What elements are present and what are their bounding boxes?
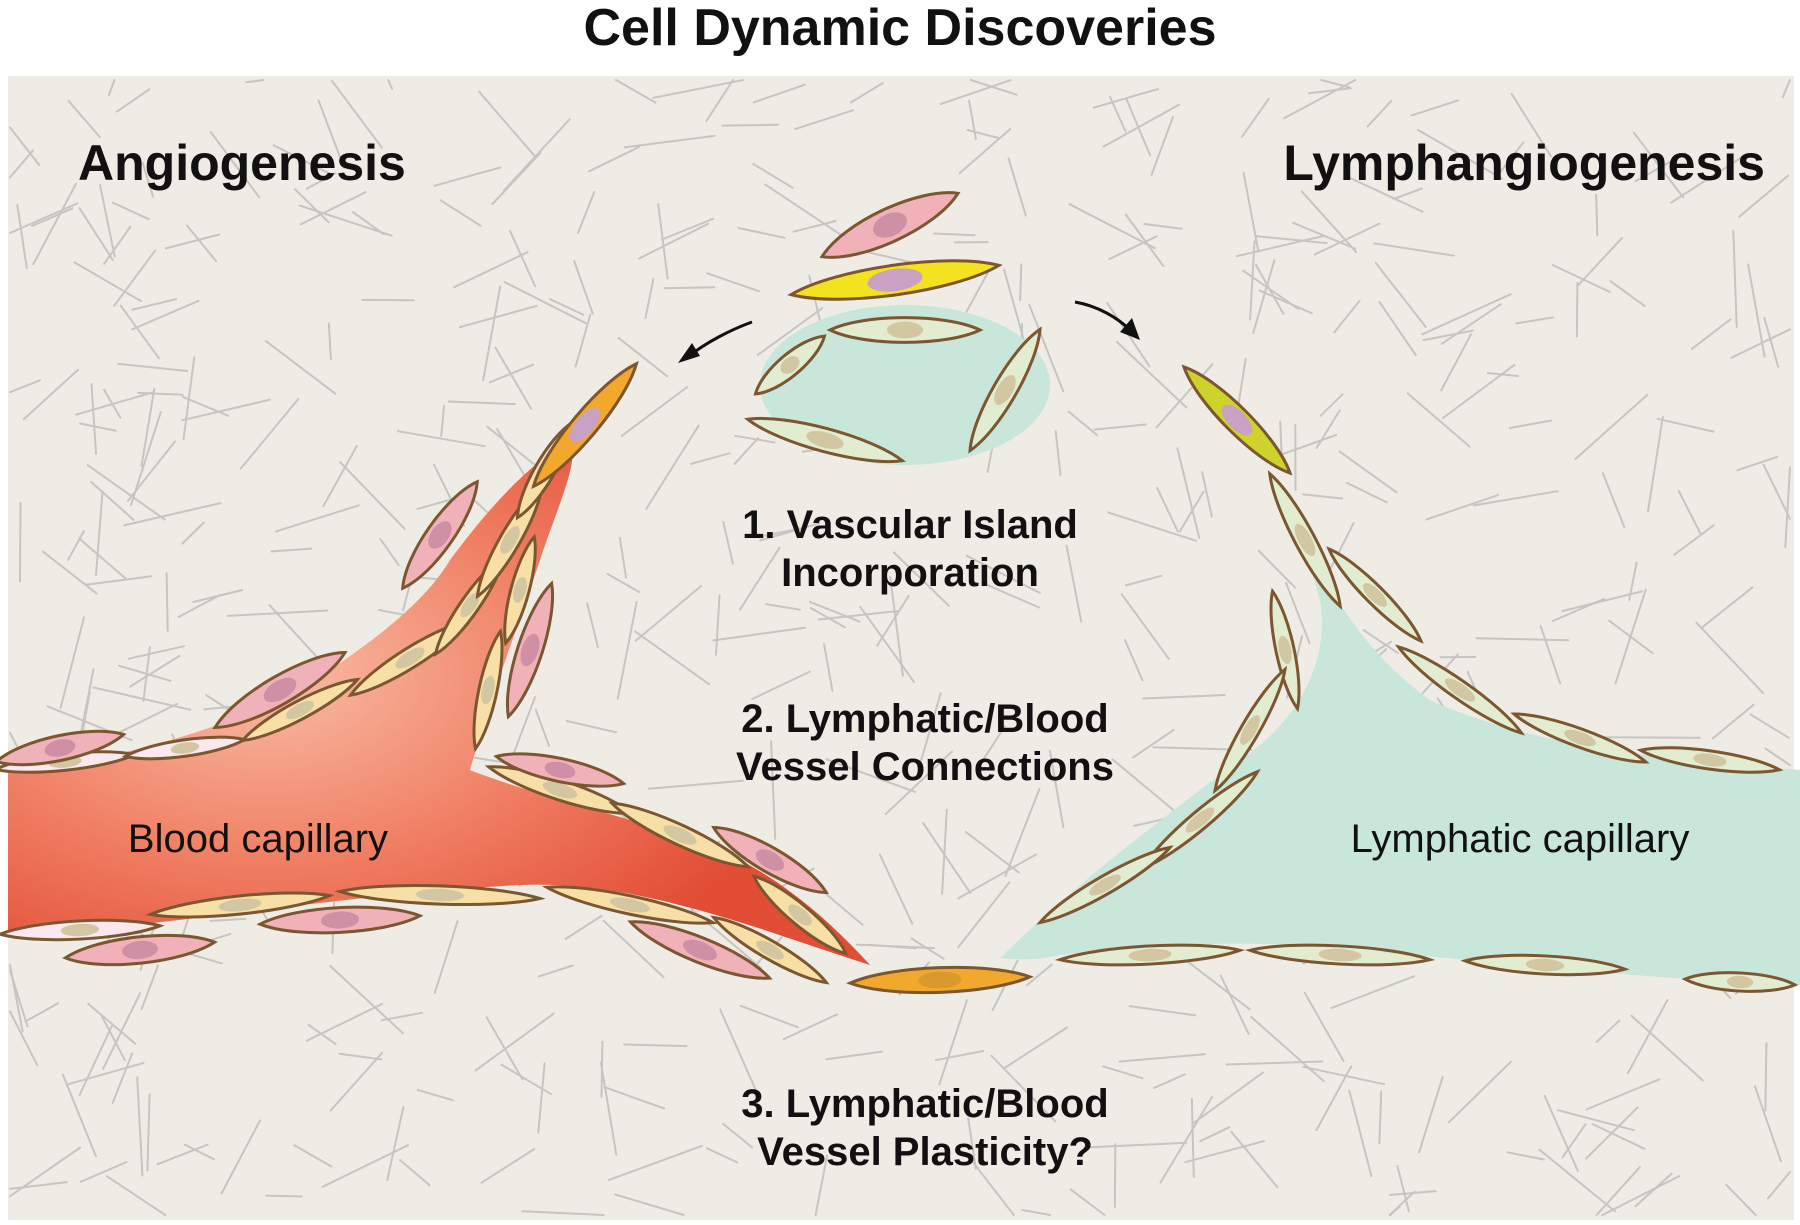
connecting-cell — [846, 965, 1034, 995]
lymphatic-endothelial-cell — [1139, 768, 1261, 872]
vascular-island-cell — [753, 334, 827, 396]
blood-endothelial-cell — [472, 627, 504, 753]
blood-endothelial-cell — [121, 735, 249, 761]
cell-layer — [0, 191, 1799, 995]
lymphatic-endothelial-cell — [1244, 943, 1436, 967]
step-3-line-2: Vessel Plasticity? — [757, 1130, 1093, 1174]
lymphatic-endothelial-cell — [1269, 587, 1301, 713]
step-2-line-2: Vessel Connections — [736, 745, 1114, 789]
blood-endothelial-cell — [0, 918, 165, 942]
blood-endothelial-cell — [334, 883, 546, 907]
pericyte-cell — [711, 825, 829, 895]
pericyte-cell — [401, 479, 479, 591]
lymphatic-endothelial-cell — [1510, 712, 1650, 764]
step-2-line-1: 2. Lymphatic/Blood — [741, 697, 1108, 741]
lymphatic-endothelial-cell — [1636, 746, 1784, 774]
arrow-left-icon — [678, 320, 753, 363]
lymphatic-tip-cell — [1181, 364, 1293, 476]
pericyte-cell — [62, 933, 218, 967]
blood-endothelial-cell — [145, 891, 335, 919]
blood-endothelial-cell — [541, 885, 719, 925]
vascular-island-cell — [826, 316, 984, 344]
blood-endothelial-cell — [503, 533, 537, 647]
lymphatic-capillary-label: Lymphatic capillary — [1351, 817, 1690, 861]
blood-endothelial-cell — [608, 801, 752, 869]
blood-endothelial-cell — [710, 915, 830, 985]
pericyte-cell — [212, 650, 348, 730]
step-1-line-1: 1. Vascular Island — [742, 503, 1078, 547]
arrow-right-icon — [1074, 300, 1140, 340]
pericyte-cell — [256, 905, 424, 935]
lymphatic-capillary-body — [1000, 500, 1800, 985]
pericyte-cell — [506, 580, 554, 720]
lymphatic-endothelial-cell — [1460, 953, 1630, 977]
lymphatic-endothelial-cell — [1036, 845, 1174, 925]
section-title-lymphangiogenesis: Lymphangiogenesis — [1283, 135, 1765, 191]
blood-endothelial-cell — [751, 874, 849, 956]
pericyte-cell — [0, 729, 127, 767]
vascular-island-cell — [787, 259, 1003, 301]
blood-capillary-label: Blood capillary — [128, 817, 388, 861]
step-3-line-1: 3. Lymphatic/Blood — [741, 1082, 1108, 1126]
pericyte-cell — [493, 752, 627, 788]
lymphatic-endothelial-cell — [1326, 546, 1424, 644]
lymphatic-endothelial-cell — [1267, 470, 1343, 610]
matrix-background — [8, 76, 1794, 1220]
lymphatic-endothelial-cell — [1212, 665, 1288, 795]
vascular-island-cell — [744, 417, 906, 463]
step-1-line-2: Incorporation — [781, 551, 1039, 595]
page-title: Cell Dynamic Discoveries — [584, 0, 1217, 57]
vascular-island-cell — [968, 326, 1042, 454]
lymphatic-endothelial-cell — [1681, 971, 1799, 993]
pericyte-cell — [627, 920, 773, 980]
section-title-angiogenesis: Angiogenesis — [78, 135, 406, 191]
blood-endothelial-cell — [239, 677, 361, 743]
lymphatic-endothelial-cell — [1394, 644, 1526, 736]
pericyte-cell — [819, 191, 961, 259]
blood-tip-cell — [531, 360, 639, 490]
lymphatic-endothelial-cell — [1054, 943, 1246, 967]
